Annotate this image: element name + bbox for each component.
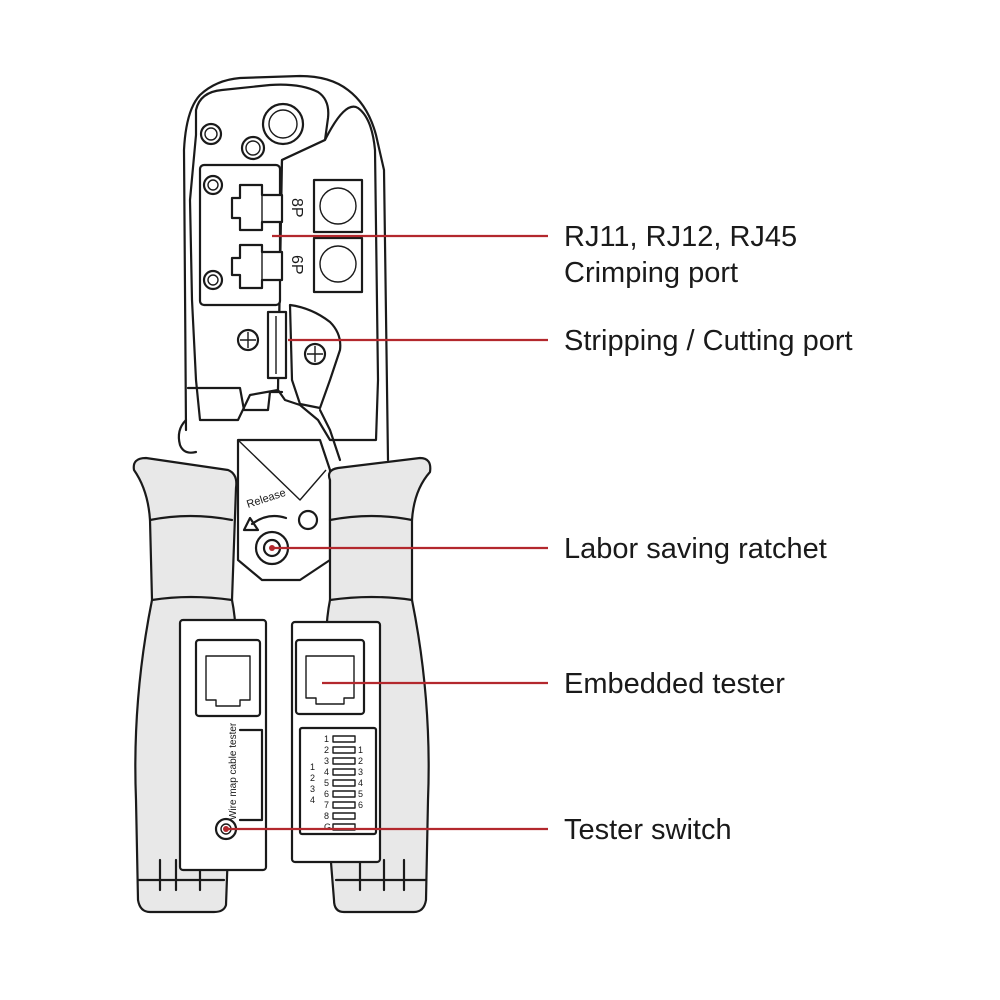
- led-bar: [332, 735, 356, 743]
- left-rj45-jack: [194, 638, 262, 718]
- strip-screw-left-cross: [240, 332, 256, 348]
- callout-stripping-port: Stripping / Cutting port: [564, 325, 853, 357]
- port-8p-label: 8P: [288, 198, 305, 218]
- pin-label: 5: [358, 789, 363, 799]
- right-die-top-hole: [319, 187, 357, 225]
- led-bars: [332, 735, 356, 831]
- stripping-blade-left: [266, 310, 288, 380]
- callout-labels: RJ11, RJ12, RJ45 Crimping port Stripping…: [564, 221, 853, 846]
- led-panel: [298, 726, 378, 836]
- pin-labels-c: 1 2 3 4: [310, 762, 315, 805]
- right-die-bottom-hole: [319, 245, 357, 283]
- led-bar: [332, 801, 356, 809]
- hole-top-left-inner: [204, 127, 218, 141]
- leader-ratchet-dot: [269, 545, 275, 551]
- ratchet-release-pin: [297, 509, 319, 531]
- head-outline: [182, 74, 390, 462]
- left-rj45-jack-opening: [205, 655, 251, 707]
- pin-labels-b: 1 2 3 4 5 6: [358, 745, 363, 810]
- callout-tester-switch: Tester switch: [564, 814, 732, 846]
- head-left-knuckle: [177, 418, 198, 454]
- tester-caption: Wire map cable tester: [228, 722, 239, 820]
- head-lower-detail-right: [318, 408, 342, 462]
- callout-crimping-port-line1: RJ11, RJ12, RJ45: [564, 221, 797, 253]
- pin-label: G: [324, 822, 331, 832]
- right-handle-ridge-2: [328, 595, 414, 602]
- hole-top-mid-inner: [245, 140, 261, 156]
- right-rj45-jack-opening: [305, 655, 355, 705]
- callout-ratchet: Labor saving ratchet: [564, 533, 827, 565]
- die-screw-top-inner: [207, 179, 219, 191]
- hole-top-large-inner: [268, 109, 298, 139]
- pin-label: 7: [324, 800, 329, 810]
- led-bar: [332, 768, 356, 776]
- release-arrow-head: [242, 516, 260, 532]
- led-bar: [332, 812, 356, 820]
- pin-label: 5: [324, 778, 329, 788]
- callout-tester: Embedded tester: [564, 668, 785, 700]
- leader-switch-dot: [223, 826, 229, 832]
- head-lower-detail-left: [186, 386, 284, 412]
- strip-screw-right-cross: [307, 346, 323, 362]
- port-6p-label: 6P: [288, 255, 305, 275]
- hole-top-left: [199, 122, 223, 146]
- callout-leaders: [223, 234, 548, 832]
- pin-label: 8: [324, 811, 329, 821]
- die-screw-bottom-inner: [207, 274, 219, 286]
- left-handle-ridge-1: [148, 514, 234, 522]
- right-handle-ridge-1: [328, 514, 414, 522]
- pin-label: 2: [358, 756, 363, 766]
- pin-label: 1: [324, 734, 329, 744]
- ratchet-assembly: Release: [236, 438, 332, 582]
- right-handle-base-lines: [358, 858, 406, 892]
- left-handle-ridge-2: [150, 595, 234, 602]
- right-rj45-jack: [294, 638, 366, 716]
- led-bar: [332, 757, 356, 765]
- right-handle: 1 2 3 4 5 6 7 8 G 1 2 3 4 5 6 1 2 3 4: [290, 456, 432, 914]
- pin-labels-a: 1 2 3 4 5 6 7 8 G: [324, 734, 331, 832]
- pin-label: 3: [358, 767, 363, 777]
- led-bar: [332, 746, 356, 754]
- pin-label: 1: [358, 745, 363, 755]
- pin-label: 1: [310, 762, 315, 772]
- pin-label: 3: [310, 784, 315, 794]
- left-tester-edge: [238, 728, 264, 822]
- pin-label: 4: [358, 778, 363, 788]
- release-arrow-arc: [250, 514, 288, 526]
- led-bar: [332, 779, 356, 787]
- ratchet-plate-fold: [237, 439, 327, 501]
- pin-label: 6: [358, 800, 363, 810]
- led-bar: [332, 790, 356, 798]
- pin-label: 3: [324, 756, 329, 766]
- left-handle: Wire map cable tester: [132, 456, 268, 914]
- die-screw-bottom: [202, 269, 224, 291]
- pin-label: 2: [324, 745, 329, 755]
- pin-label: 2: [310, 773, 315, 783]
- tool-head: 8P 6P: [177, 74, 390, 462]
- pin-label: 6: [324, 789, 329, 799]
- callout-crimping-port-line2: Crimping port: [564, 257, 738, 289]
- pin-label: 4: [324, 767, 329, 777]
- die-screw-top: [202, 174, 224, 196]
- hole-top-mid: [240, 135, 266, 161]
- pin-label: 4: [310, 795, 315, 805]
